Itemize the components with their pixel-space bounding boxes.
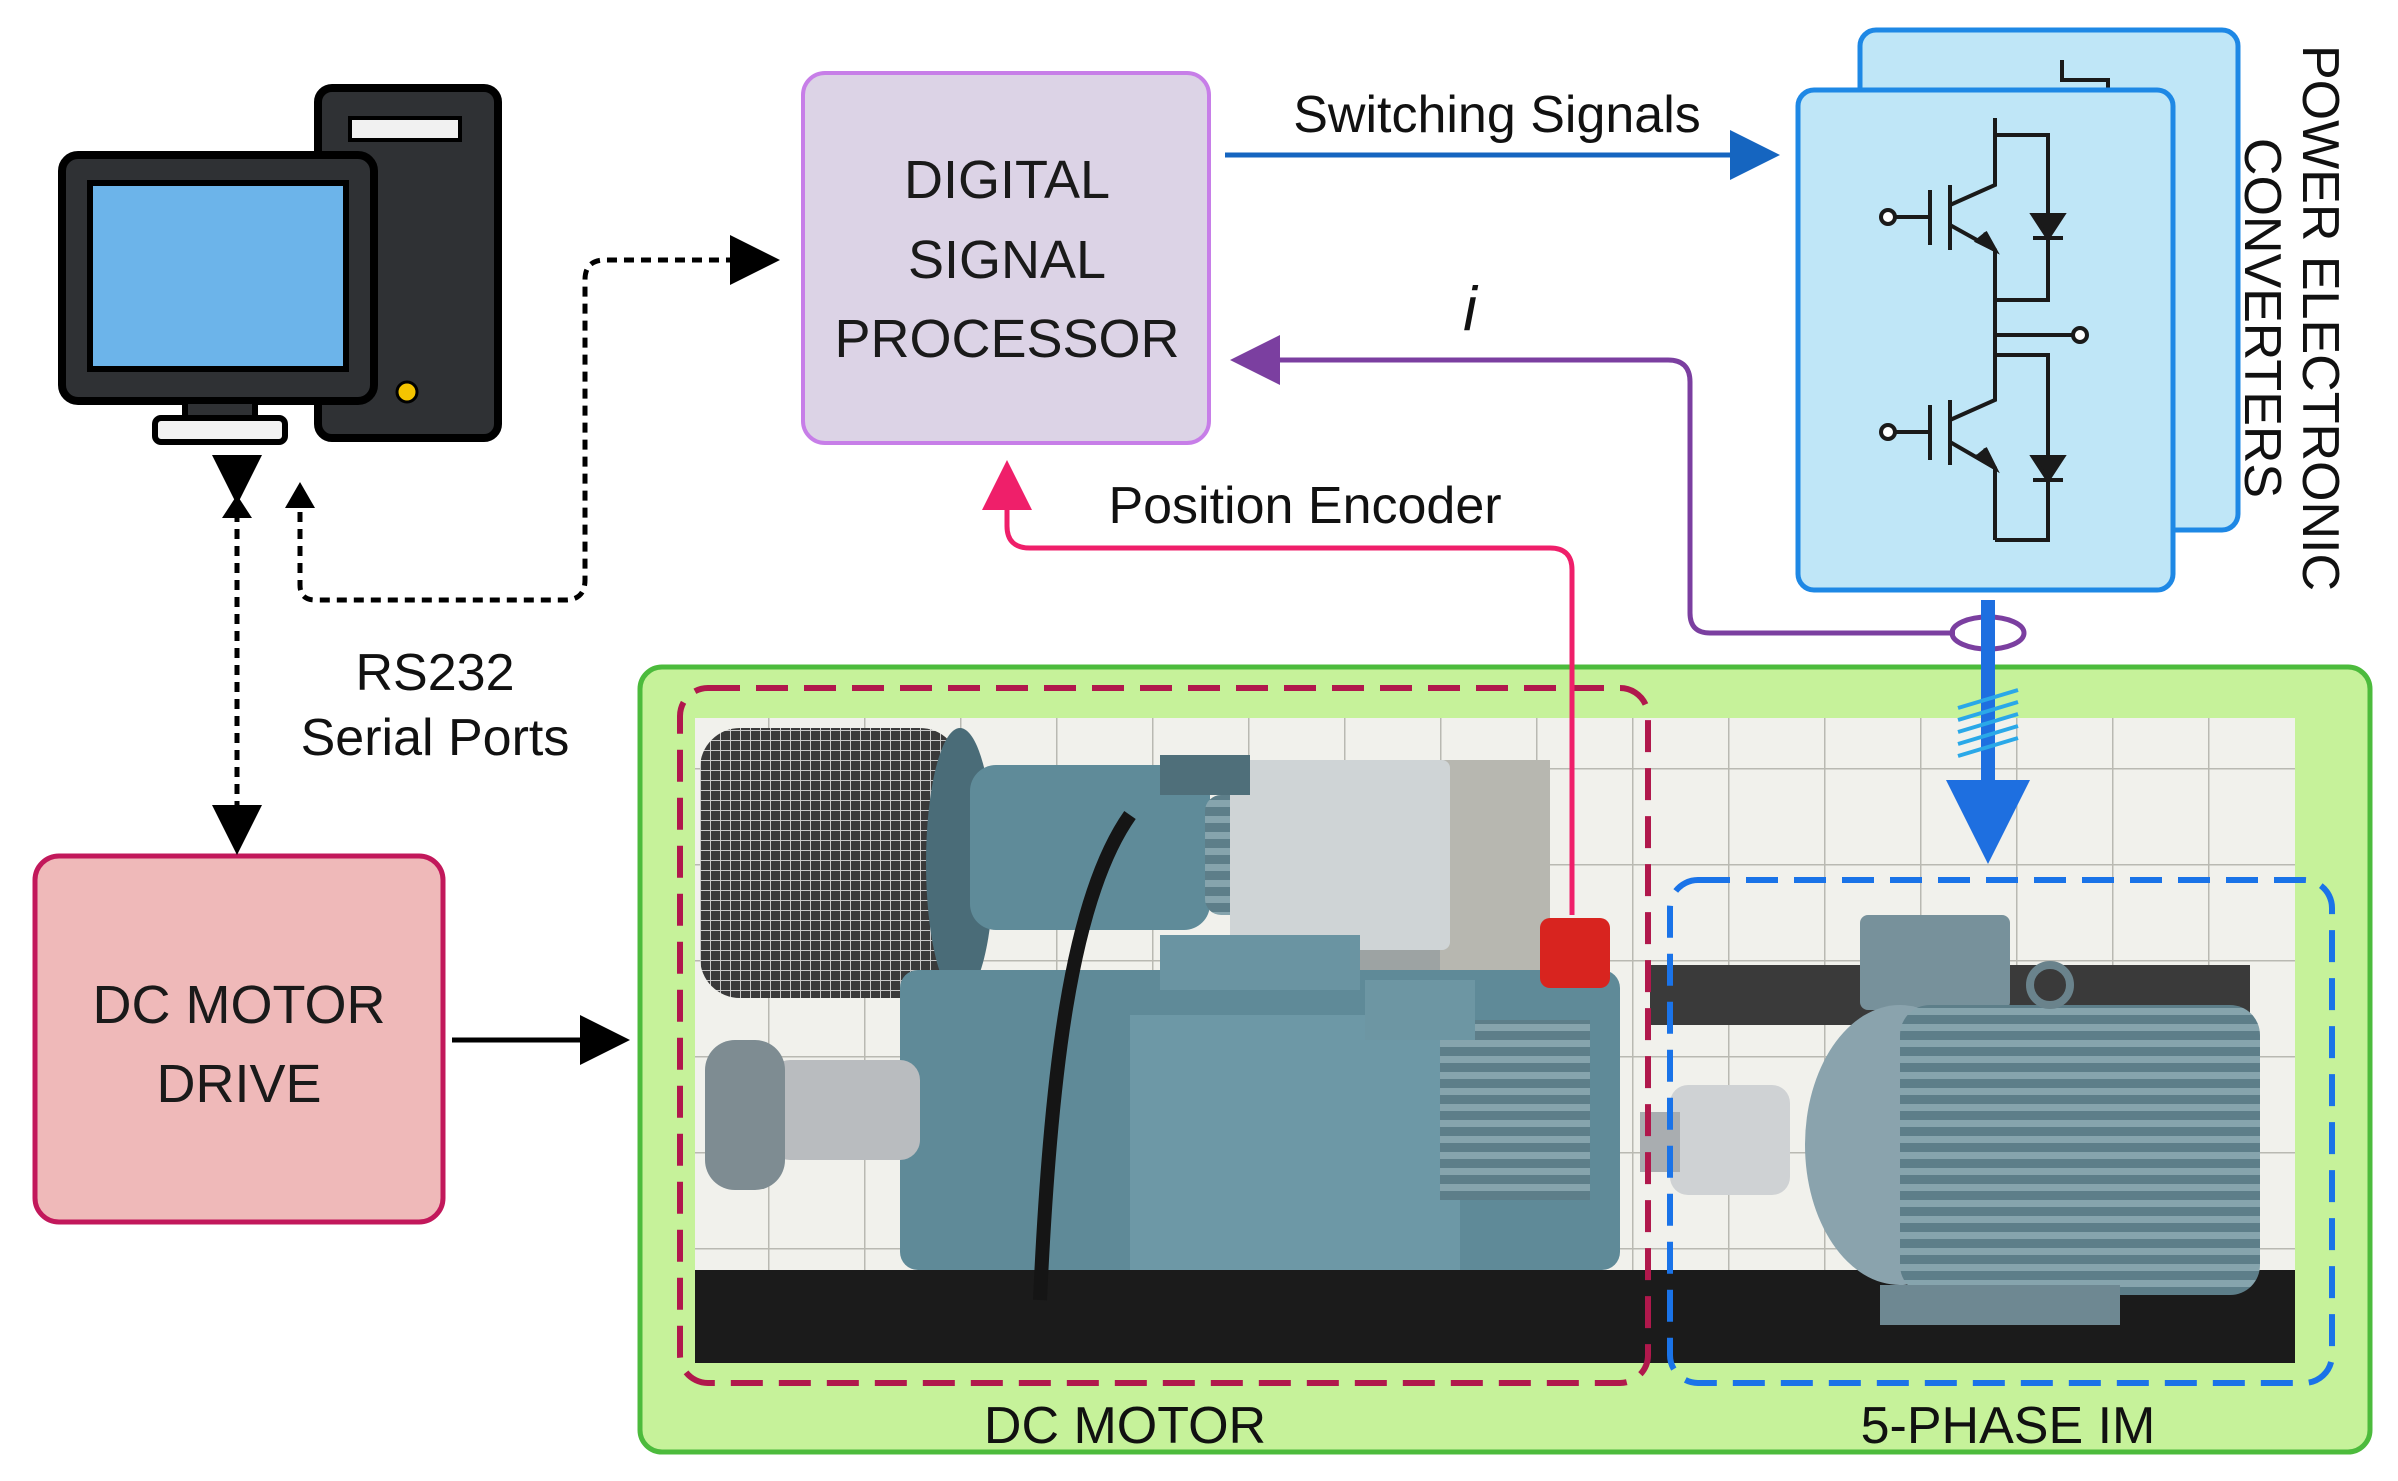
power-converters-label-line1: POWER ELECTRONIC bbox=[2291, 45, 2349, 591]
current-symbol: i bbox=[1463, 275, 1479, 344]
switching-signals-label: Switching Signals bbox=[1293, 86, 1701, 144]
rs232-label-line1: RS232 bbox=[356, 644, 515, 702]
position-encoder-label: Position Encoder bbox=[1108, 477, 1501, 535]
power-converters-label-line2: CONVERTERS bbox=[2233, 138, 2291, 498]
drive-label-line2: DRIVE bbox=[156, 1054, 321, 1114]
phase-tick-marks bbox=[1957, 688, 2019, 758]
motor-test-bench-photo bbox=[695, 718, 2295, 1363]
desktop-computer-icon bbox=[58, 84, 502, 445]
dsp-label-line1: DIGITAL bbox=[904, 150, 1110, 210]
power-converter-block bbox=[1795, 27, 2241, 593]
drive-label-line1: DC MOTOR bbox=[93, 975, 386, 1035]
position-encoder-arrow bbox=[982, 460, 1575, 915]
igbt-half-bridge-icon bbox=[1879, 118, 2089, 542]
rs232-link-dsp bbox=[297, 235, 780, 603]
dc-motor-outline bbox=[677, 685, 1651, 1386]
dsp-block: DIGITAL SIGNAL PROCESSOR bbox=[801, 71, 1211, 445]
dsp-label-line2: SIGNAL bbox=[908, 230, 1106, 290]
dsp-label-line3: PROCESSOR bbox=[834, 309, 1179, 369]
dc-motor-drive-block: DC MOTOR DRIVE bbox=[32, 853, 446, 1225]
im-5phase-label: 5-PHASE IM bbox=[1861, 1397, 2156, 1455]
im-outline bbox=[1667, 877, 2335, 1386]
dc-motor-label: DC MOTOR bbox=[984, 1397, 1266, 1455]
rs232-label-line2: Serial Ports bbox=[301, 709, 570, 767]
current-feedback-arrow bbox=[1230, 335, 1955, 636]
